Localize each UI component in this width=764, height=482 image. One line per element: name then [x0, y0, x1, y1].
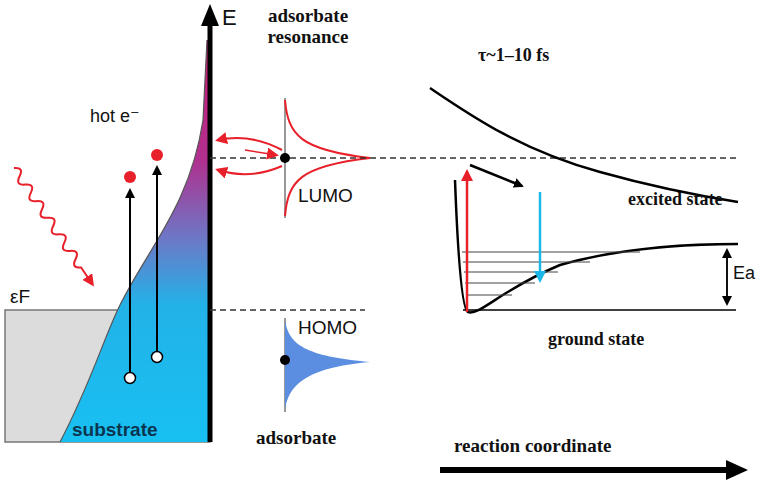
axis-label: E: [222, 6, 237, 30]
resonance-label: adsorbate resonance: [248, 6, 368, 48]
orbital-label: LUMO: [298, 186, 353, 207]
hot-electron-label: hot e⁻: [90, 107, 140, 127]
time-label: τ~1–10 fs: [478, 46, 549, 66]
fermi-label: εF: [10, 287, 30, 308]
state-label: excited state: [628, 190, 722, 210]
state-label: ground state: [548, 330, 644, 350]
axis-label: reaction coordinate: [454, 436, 611, 457]
adsorbate-label: adsorbate: [256, 428, 336, 449]
substrate-label: substrate: [72, 420, 158, 441]
orbital-label: HOMO: [298, 318, 357, 339]
energy-label: Ea: [733, 264, 755, 284]
